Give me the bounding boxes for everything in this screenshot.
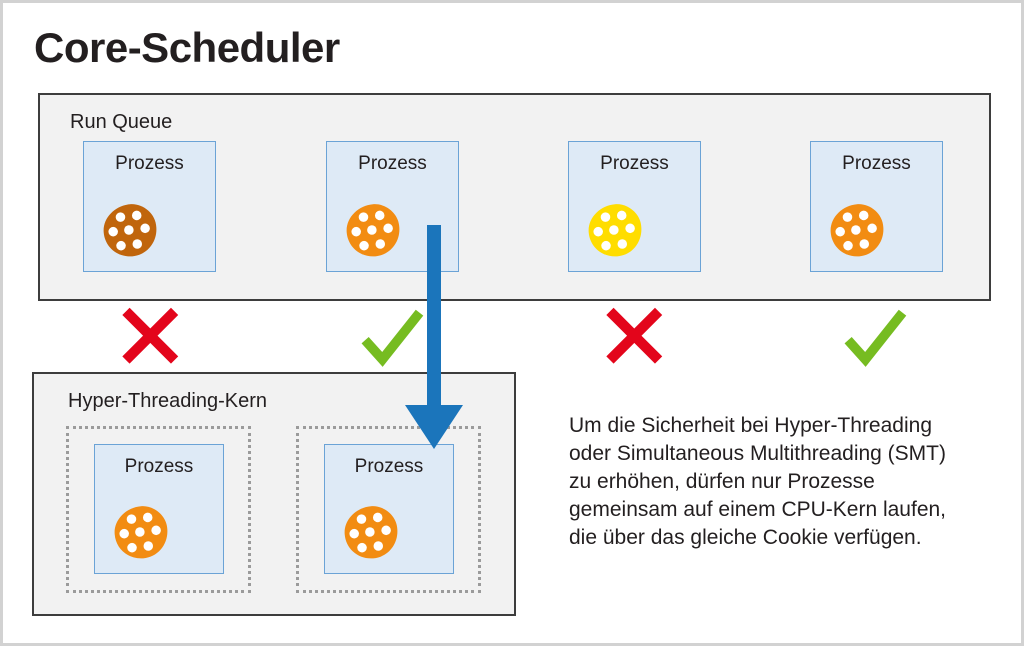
run-queue-label: Run Queue (70, 111, 173, 133)
cookie-orange-icon (343, 504, 399, 560)
ht-core-process-box-1[interactable]: Prozess (94, 444, 224, 574)
verdict-cross-icon-2 (601, 305, 665, 369)
page-title: Core-Scheduler (34, 24, 340, 71)
ht-core-thread-slot-2 (296, 426, 481, 593)
cookie-orange-icon (113, 504, 169, 560)
verdict-cross-icon-1 (117, 305, 181, 369)
ht-core-process-box-2[interactable]: Prozess (324, 444, 454, 574)
schedule-arrow-icon (401, 225, 467, 451)
caption-text: Um die Sicherheit bei Hyper-Threading od… (569, 414, 947, 549)
process-label: Prozess (115, 153, 184, 174)
run-queue-process-box-1[interactable]: Prozess (83, 141, 216, 272)
cookie-brown-icon (102, 202, 158, 258)
process-label: Prozess (124, 456, 194, 477)
verdict-check-icon-2 (843, 305, 907, 369)
verdict-check-icon-1 (360, 305, 424, 369)
process-label: Prozess (842, 153, 911, 174)
ht-core-thread-slot-1 (66, 426, 251, 593)
ht-core-label: Hyper-Threading-Kern (68, 390, 267, 412)
process-label: Prozess (600, 153, 669, 174)
cookie-orange-icon (345, 202, 401, 258)
cookie-orange-icon (829, 202, 885, 258)
process-label: Prozess (354, 456, 424, 477)
run-queue-process-box-3[interactable]: Prozess (568, 141, 701, 272)
cookie-yellow-icon (587, 202, 643, 258)
process-label: Prozess (358, 153, 427, 174)
run-queue-process-box-4[interactable]: Prozess (810, 141, 943, 272)
